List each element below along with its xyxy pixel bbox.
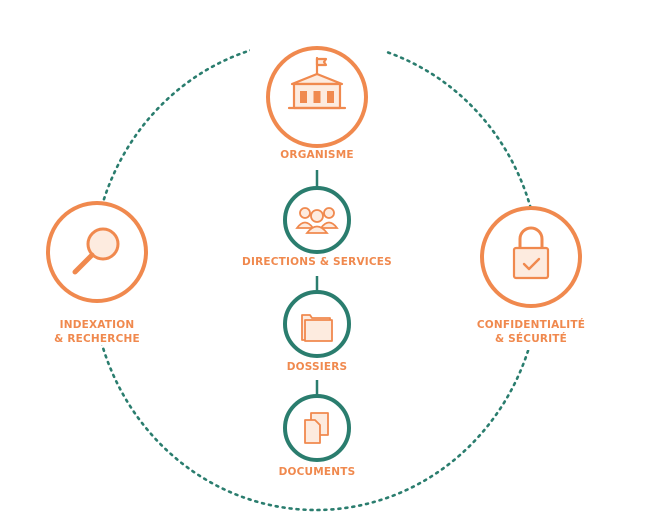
label-directions-services: DIRECTIONS & SERVICES [197,255,437,269]
label-indexation-recherche: INDEXATION & RECHERCHE [32,318,162,346]
node-organisme [266,46,368,148]
documents-icon [304,412,329,444]
securite-text: & SÉCURITÉ [494,333,568,345]
organisme-text: ORGANISME [280,149,354,161]
node-documents [283,394,351,462]
indexation-text: INDEXATION [59,319,135,331]
node-dossiers [283,290,351,358]
node-directions-services [283,186,351,254]
dossiers-text: DOSSIERS [286,361,348,373]
label-confidentialite-securite: CONFIDENTIALITÉ & SÉCURITÉ [456,318,606,346]
magnifier-icon [72,227,120,275]
documents-text: DOCUMENTS [278,466,356,478]
label-dossiers: DOSSIERS [237,360,397,374]
confidentialite-text: CONFIDENTIALITÉ [476,319,586,331]
node-confidentialite-securite [480,206,582,308]
padlock-check-icon [512,226,550,280]
folder-icon [301,314,333,342]
building-flag-icon [287,56,347,110]
label-documents: DOCUMENTS [232,465,402,479]
label-organisme: ORGANISME [217,148,417,162]
people-group-icon [295,207,339,234]
node-indexation-recherche [46,201,148,303]
recherche-text: & RECHERCHE [54,333,140,345]
directions-services-text: DIRECTIONS & SERVICES [242,256,392,268]
